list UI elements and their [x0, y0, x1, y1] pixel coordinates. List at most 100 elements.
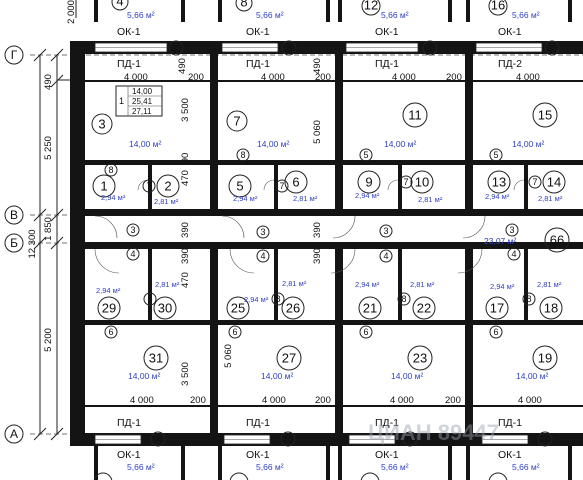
top-wall-windows: [94, 42, 543, 53]
hall-number: 1: [100, 179, 107, 194]
span-dim: 4 000: [392, 72, 416, 83]
room-area: 5,66 м²: [512, 462, 540, 472]
room-number: 23: [413, 351, 427, 366]
door-code: 9: [286, 43, 291, 53]
wall-dim: 90: [180, 153, 191, 164]
bottom-wet-zones: 29 2,94 м² 30 2,81 м² 25 2,94 м² 26 2,81…: [96, 279, 563, 320]
axis-label: А: [10, 427, 18, 441]
wall-dim: 390: [180, 222, 191, 238]
room-number: 31: [149, 351, 163, 366]
hall-area: 2,94 м²: [244, 295, 269, 304]
door-code: 4: [383, 251, 388, 261]
hall-number: 29: [102, 301, 116, 316]
hall-area: 2,94 м²: [355, 280, 380, 289]
hall-area: 2,94 м²: [101, 193, 126, 202]
axis-label: Б: [10, 236, 18, 250]
room-area: 5,66 м²: [127, 10, 155, 20]
room-area: 5,66 м²: [256, 462, 284, 472]
room-area: 5,66 м²: [127, 462, 155, 472]
door-code: 9: [173, 43, 178, 53]
door-code: 3: [130, 225, 135, 235]
span-dim: 4 000: [261, 72, 285, 83]
bottom-door-codes: 8 6 8 6 8 6 8 6: [104, 292, 536, 339]
window-label: ОК-1: [117, 26, 141, 38]
span-dim: 4 000: [124, 72, 148, 83]
door-code: 4: [130, 249, 135, 259]
door-code: 8: [147, 294, 152, 304]
door-code: 10: [540, 434, 550, 444]
table-cell: 14,00: [132, 87, 153, 96]
partition-walls: [85, 54, 583, 433]
wall-dim: 5 060: [312, 120, 323, 144]
dimension-label: 5 200: [43, 328, 54, 352]
hall-area: 2,94 м²: [355, 191, 380, 200]
span-dim: 4 000: [518, 395, 542, 406]
bath-area: 2,81 м²: [282, 279, 307, 288]
bath-area: 2,81 м²: [293, 194, 318, 203]
watermark: ЦИАН 89447: [368, 420, 499, 445]
span-dim: 4 000: [516, 72, 540, 83]
bath-area: 2,81 м²: [155, 280, 180, 289]
balcony-door-label: ПД-1: [246, 58, 270, 70]
balcony-door-label: ПД-2: [498, 58, 522, 70]
door-code: 7: [279, 181, 284, 191]
room-area: 14,00 м²: [384, 139, 416, 149]
room-number: 27: [282, 351, 296, 366]
hall-number: 21: [363, 301, 377, 316]
bath-number: 22: [417, 301, 431, 316]
top-rooms: 3 14,00 м² 7 14,00 м² 11 14,00 м² 15 14,…: [91, 102, 558, 149]
span-dim: 200: [315, 72, 331, 83]
wall-dim: 470: [180, 272, 191, 288]
wall-dim: 390: [312, 248, 323, 264]
window-label: ОК-1: [498, 449, 522, 461]
hall-number: 17: [490, 301, 504, 316]
bath-area: 2,81 м²: [410, 280, 435, 289]
bath-area: 2,81 м²: [418, 195, 443, 204]
bath-area: 2,81 м²: [537, 280, 562, 289]
dimension-label: 490: [43, 74, 54, 90]
bath-number: 10: [415, 175, 429, 190]
room-number: 19: [538, 351, 552, 366]
wall-dim: 490: [312, 58, 323, 74]
window-label: ОК-1: [498, 26, 522, 38]
hall-area: 2,94 м²: [96, 286, 121, 295]
hall-area: 2,94 м²: [490, 282, 515, 291]
bath-number: 6: [292, 175, 299, 190]
axis-label: Г: [11, 48, 18, 62]
span-dim: 200: [446, 72, 462, 83]
wall-dim: 470: [180, 170, 191, 186]
top-wet-zones: 1 2,94 м² 2 2,81 м² 5 2,94 м² 6 2,81 м² …: [92, 170, 566, 206]
vertical-dimensions: 490 5 250 1 850 12 300 5 200 2 000: [27, 0, 77, 352]
door-code: 9: [427, 43, 432, 53]
hall-number: 13: [492, 175, 506, 190]
window-label: ОК-1: [375, 449, 399, 461]
door-code: 6: [363, 327, 368, 337]
window-label: ОК-1: [117, 449, 141, 461]
room-number: 12: [364, 0, 378, 13]
bath-area: 2,81 м²: [538, 194, 563, 203]
room-area: 5,66 м²: [381, 462, 409, 472]
room-area: 14,00 м²: [512, 139, 544, 149]
wall-dim: 3 500: [180, 98, 191, 122]
corridor-number: 66: [550, 233, 564, 248]
span-dim: 4 000: [130, 395, 154, 406]
room-number: 4: [116, 0, 123, 9]
axis-label: В: [10, 208, 18, 222]
hall-number: 9: [365, 175, 372, 190]
door-code: 6: [232, 327, 237, 337]
balcony-door-label: ПД-1: [117, 58, 141, 70]
bath-number: 26: [286, 301, 300, 316]
wall-dims: 490 3 500 90 470 390 390 470 3 500 5 060…: [177, 58, 323, 386]
dimension-label: 12 300: [27, 229, 38, 258]
room-area: 14,00 м²: [516, 371, 548, 381]
span-dim: 4 000: [390, 395, 414, 406]
room-number: 3: [98, 117, 105, 132]
room-area: 14,00 м²: [128, 371, 160, 381]
top-door-codes: 8 7 8 7 5 7 5 7: [104, 148, 542, 193]
door-code: 3: [260, 227, 265, 237]
door-code: 9: [549, 43, 554, 53]
dimension-label: 2 000: [66, 0, 77, 24]
door-code: 7: [403, 177, 408, 187]
balcony-door-label: ПД-1: [498, 417, 522, 429]
door-code: 10: [405, 434, 415, 444]
